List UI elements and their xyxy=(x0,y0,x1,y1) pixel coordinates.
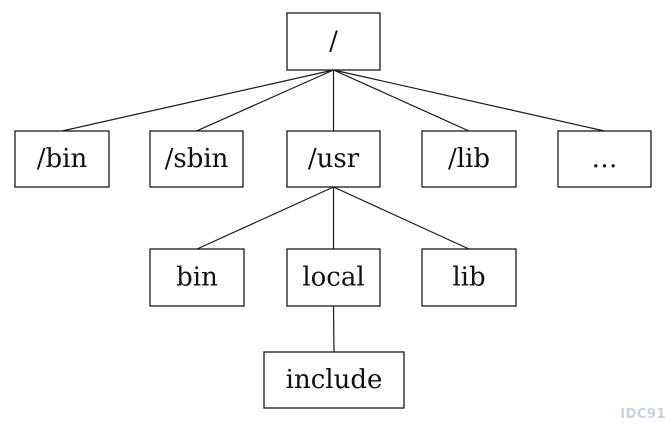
edge-usr-to-usr-bin xyxy=(196,186,334,250)
node-more-label: … xyxy=(592,144,618,174)
edge-root-to-lib xyxy=(333,69,470,132)
edge-usr-to-usr-lib xyxy=(333,186,470,250)
node-usr-local-include: include xyxy=(263,351,405,409)
node-sbin-label: /sbin xyxy=(165,144,229,174)
node-usr-bin: bin xyxy=(149,248,245,307)
watermark-logo: IDC91 xyxy=(620,407,666,422)
node-usr-local-label: local xyxy=(302,263,364,293)
edge-root-to-more xyxy=(333,69,605,132)
node-usr-bin-label: bin xyxy=(176,263,218,293)
edges-layer xyxy=(61,69,605,353)
node-more: … xyxy=(557,130,652,188)
node-usr: /usr xyxy=(286,130,381,188)
node-root: / xyxy=(286,12,381,71)
node-lib-label: /lib xyxy=(448,144,490,174)
node-lib: /lib xyxy=(421,130,517,188)
node-usr-local: local xyxy=(286,248,381,307)
node-usr-lib: lib xyxy=(421,248,517,307)
node-sbin: /sbin xyxy=(149,130,244,188)
node-usr-label: /usr xyxy=(308,144,360,174)
node-usr-lib-label: lib xyxy=(452,263,485,293)
node-usr-local-include-label: include xyxy=(286,365,383,395)
node-root-label: / xyxy=(329,27,338,57)
node-bin-label: /bin xyxy=(37,144,88,174)
edge-usr-local-to-usr-local-include xyxy=(332,305,335,353)
node-bin: /bin xyxy=(14,130,110,188)
edge-root-to-sbin xyxy=(196,69,334,132)
edge-root-to-bin xyxy=(61,69,334,132)
